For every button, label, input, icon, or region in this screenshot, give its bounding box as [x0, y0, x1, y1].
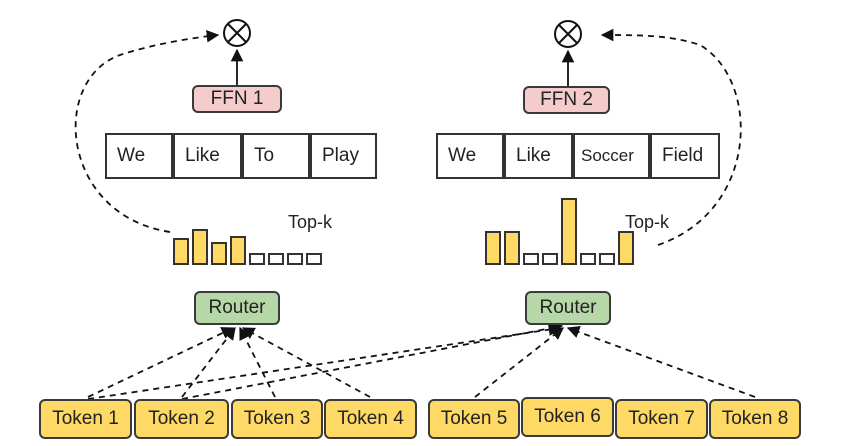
token-router-arrow: [239, 326, 276, 398]
word-cell: We: [105, 133, 173, 179]
score-bar-unselected: [542, 253, 558, 265]
ffn-expert-1: FFN 1: [192, 85, 282, 113]
score-bar-selected: [211, 242, 227, 265]
token-router-arrow: [181, 321, 564, 400]
token-box: Token 6: [521, 397, 614, 437]
token-box: Token 3: [231, 399, 323, 439]
token-box: Token 2: [134, 399, 229, 439]
router-2: Router: [525, 291, 611, 325]
token-box: Token 1: [39, 399, 132, 439]
gate-weight-arrow: [74, 29, 220, 233]
token-box: Token 8: [709, 399, 801, 439]
token-router-arrow: [87, 327, 235, 398]
topk-label-1: Top-k: [288, 212, 333, 232]
topk-label-2: Top-k: [625, 212, 670, 232]
word-cell: Play: [310, 133, 377, 179]
score-bar-selected: [230, 236, 246, 265]
token-router-arrow: [474, 327, 564, 398]
word-cell: To: [242, 133, 310, 179]
score-bar-unselected: [249, 253, 265, 265]
score-bar-unselected: [306, 253, 322, 265]
score-bar-selected: [618, 231, 634, 265]
token-box: Token 5: [428, 399, 520, 439]
combine-icon-1: [222, 18, 252, 48]
word-cell: We: [436, 133, 504, 179]
token-router-arrow: [566, 326, 756, 398]
combine-icon-2: [553, 19, 583, 49]
word-cell: Field: [650, 133, 720, 179]
token-router-arrow: [241, 327, 371, 398]
gate-weight-arrow: [600, 28, 742, 246]
score-bar-selected: [485, 231, 501, 265]
score-bar-unselected: [523, 253, 539, 265]
router-1: Router: [194, 291, 280, 325]
score-bar-selected: [192, 229, 208, 265]
score-bar-selected: [504, 231, 520, 265]
token-router-arrow: [181, 327, 236, 398]
word-cell: Like: [504, 133, 573, 179]
score-bar-unselected: [580, 253, 596, 265]
score-bar-selected: [561, 198, 577, 265]
token-box: Token 4: [324, 399, 417, 439]
ffn-expert-2: FFN 2: [523, 86, 610, 114]
score-bar-unselected: [268, 253, 284, 265]
token-box: Token 7: [615, 399, 708, 439]
score-bar-unselected: [599, 253, 615, 265]
score-bar-unselected: [287, 253, 303, 265]
token-router-arrow: [87, 323, 562, 400]
word-cell: Like: [173, 133, 242, 179]
word-cell: Soccer: [573, 133, 650, 179]
score-bar-selected: [173, 238, 189, 265]
